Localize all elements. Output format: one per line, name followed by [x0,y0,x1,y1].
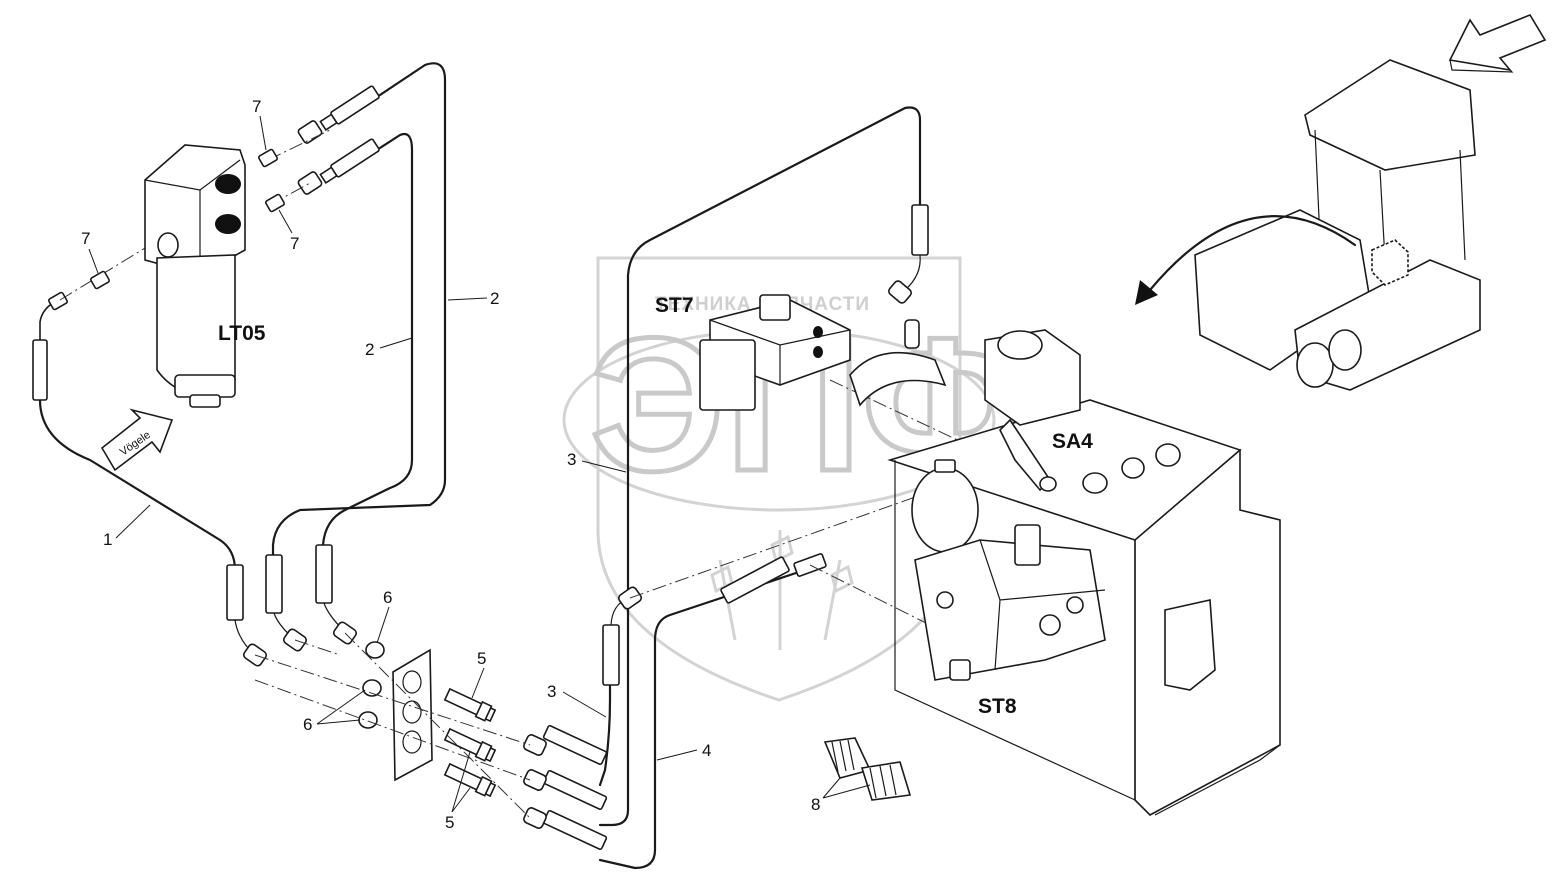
callout-3a: 3 [567,450,576,469]
callout-7a: 7 [252,97,261,116]
st8-valve-block: ST8 [914,524,1106,718]
hose-3 [598,106,922,827]
hose-2-inner [321,132,414,552]
label-sa4: SA4 [1052,430,1093,453]
tank-fittings [849,319,1181,494]
bulkhead-plate [392,648,433,782]
rotation-arrow [1148,215,1357,292]
accumulator [911,459,979,553]
label-lt05: LT05 [218,322,266,345]
hose-3-lower [598,628,612,787]
paver-inset [1135,59,1481,391]
callout-6a: 6 [383,588,392,607]
sa4-valve: SA4 [984,329,1093,492]
callout-3b: 3 [547,682,556,701]
callout-1: 1 [103,530,112,549]
label-st8: ST8 [978,695,1017,718]
lt05-component: LT05 [144,144,266,408]
callouts: 1 2 2 3 3 4 5 5 6 6 7 7 7 8 [81,97,871,832]
callout-2b: 2 [365,340,374,359]
view-direction-arrow [1448,14,1547,73]
callout-2a: 2 [490,289,499,308]
watermark-wheat [710,530,854,650]
callout-7c: 7 [81,229,90,248]
label-st7: ST7 [655,294,694,317]
port-upper [215,174,241,194]
callout-5b: 5 [445,813,454,832]
st7-valve: ST7 [655,294,851,411]
hydraulic-tank-assembly: ST7 SA4 ST8 [655,294,1281,816]
adapters-5 [443,687,497,798]
callout-4: 4 [702,741,711,760]
callout-7b: 7 [290,234,299,253]
callout-8: 8 [811,795,820,814]
fittings-7 [90,148,285,290]
hose-2-outer [271,62,447,562]
springs-8 [823,737,912,801]
callout-6b: 6 [303,715,312,734]
hose-1 [38,398,237,622]
hoses [38,62,922,870]
nuts-6 [358,641,385,729]
callout-5a: 5 [477,649,486,668]
voegele-direction-arrow: Vögele [100,408,174,472]
port-lower [215,214,241,234]
hose-4 [598,568,807,870]
